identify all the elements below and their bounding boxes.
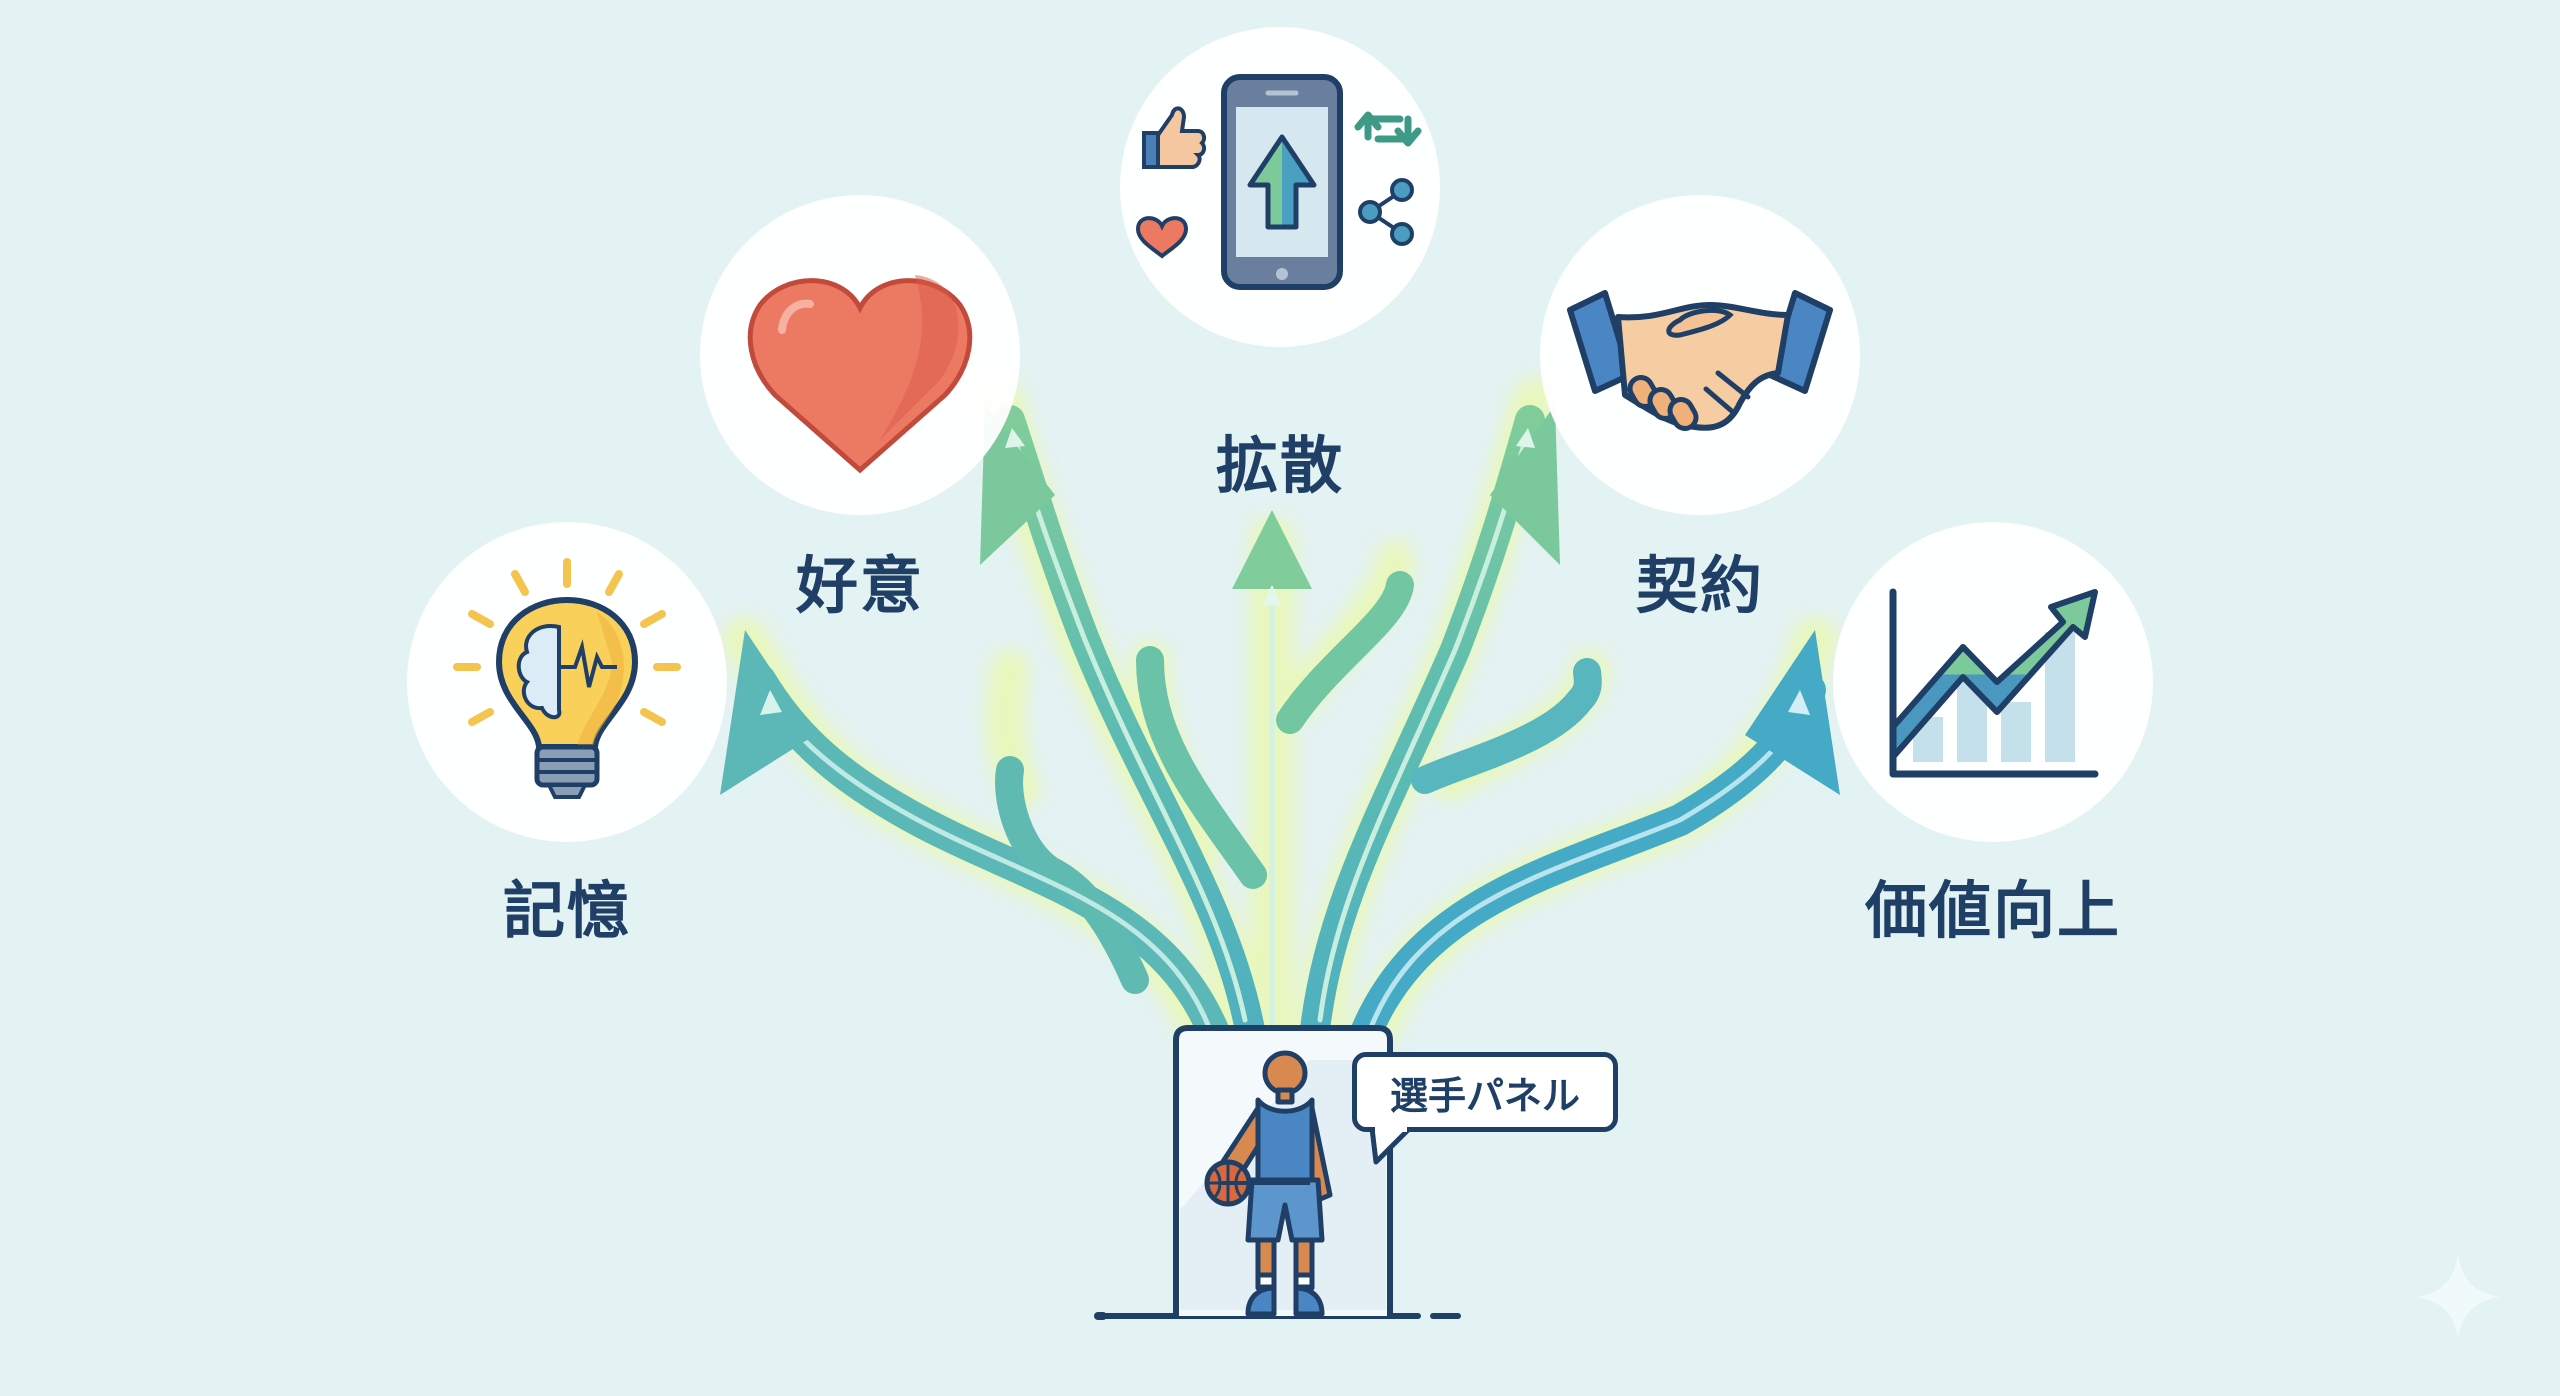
player-panel <box>1094 1025 1461 1320</box>
arrow-heads <box>720 405 1840 795</box>
thumbs-up-icon <box>1142 106 1207 169</box>
lightbulb-brain-icon <box>453 558 681 799</box>
player-panel-speech-bubble: 選手パネル <box>1352 1052 1618 1132</box>
label-spread: 拡散 <box>1215 429 1345 502</box>
label-favor: 好意 <box>795 549 925 622</box>
player-panel-label: 選手パネル <box>1389 1073 1580 1118</box>
arrows <box>744 405 1826 1051</box>
branch-stub <box>995 756 1149 994</box>
branch-stub <box>1136 646 1267 889</box>
label-contract: 契約 <box>1635 549 1765 622</box>
branch-stub <box>1276 571 1414 734</box>
upload-arrow-icon <box>1247 134 1317 230</box>
label-memory: 記憶 <box>502 874 632 947</box>
repost-icon <box>1354 111 1422 147</box>
bubble-tail-join <box>1375 1122 1407 1132</box>
branch-stub <box>1411 658 1602 794</box>
growth-chart-icon <box>1889 588 2099 778</box>
heart-icon <box>747 275 973 474</box>
handshake-icon <box>1567 290 1833 431</box>
smartphone-share-icon <box>1135 74 1422 290</box>
small-heart-icon <box>1135 216 1189 259</box>
sparkle-icon <box>2417 1255 2500 1338</box>
label-value-up: 価値向上 <box>1864 874 2122 947</box>
speech-bubble-tail <box>1369 1126 1412 1165</box>
share-icon <box>1358 178 1414 246</box>
basketball-player-icon <box>1204 1050 1333 1317</box>
